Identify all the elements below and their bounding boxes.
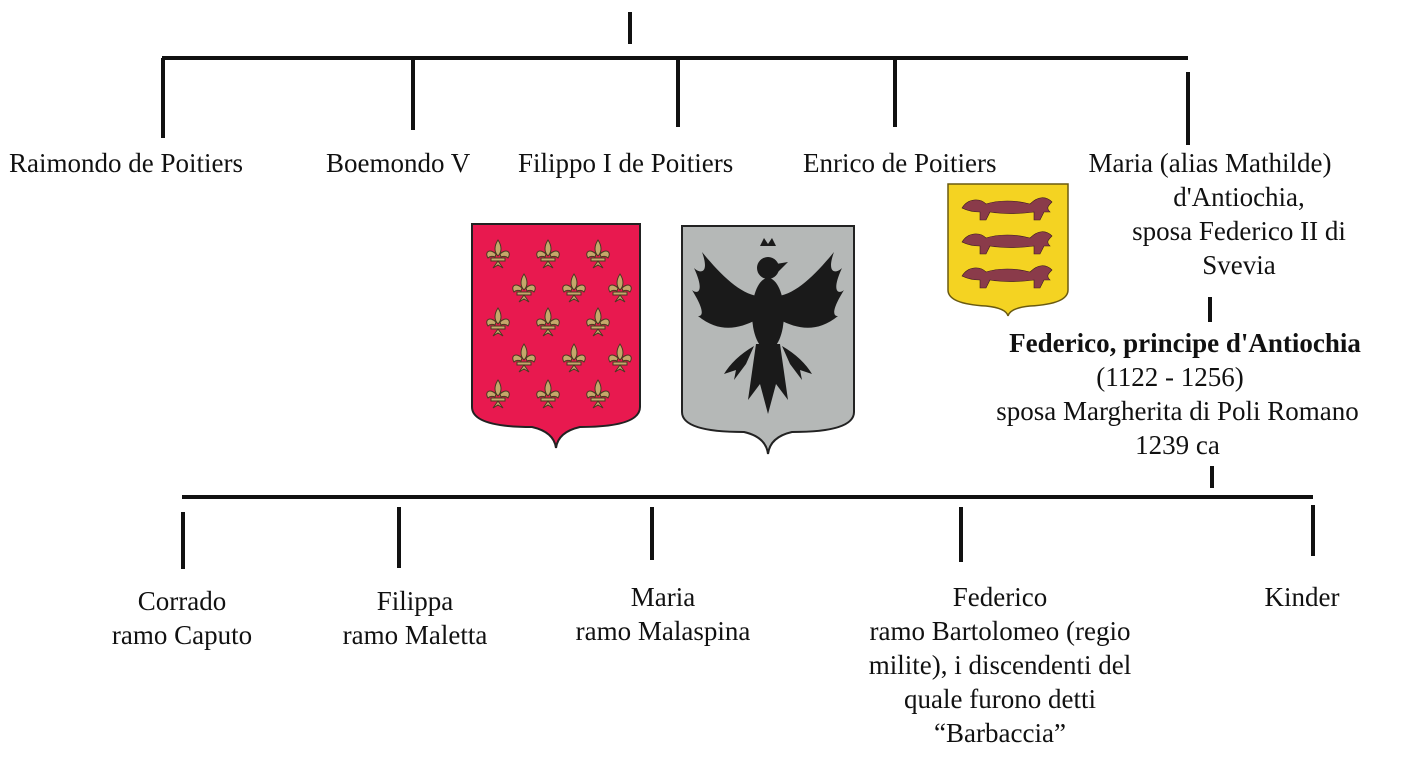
federico-year: 1239 ca [1135, 430, 1220, 460]
lion-icon [961, 231, 1053, 255]
fleur-de-lis-icon [536, 379, 560, 409]
fleur-de-lis-icon [586, 239, 610, 269]
kinder-line-1: Kinder [1264, 582, 1340, 612]
person-federico-principe: Federico, principe d'Antiochia (1122 - 1… [965, 326, 1405, 462]
person-filippa: Filippa ramo Maletta [330, 584, 500, 652]
fleur-de-lis-icon [512, 273, 536, 303]
fleur-de-lis-icon [608, 273, 632, 303]
lion-icon [961, 197, 1053, 221]
fleur-de-lis-icon [586, 307, 610, 337]
person-federico-barbaccia: Federico ramo Bartolomeo (regio milite),… [845, 580, 1155, 750]
person-maria-malaspina: Maria ramo Malaspina [553, 580, 773, 648]
fleur-de-lis-icon [608, 343, 632, 373]
fleur-de-lis-icon [562, 273, 586, 303]
maria2-line-2: ramo Malaspina [575, 616, 751, 646]
maria2-line-1: Maria [630, 582, 696, 612]
eagle-shield [681, 225, 855, 455]
filippa-line-1: Filippa [376, 586, 454, 616]
corrado-line-2: ramo Caputo [111, 620, 253, 650]
fleur-de-lis-icon [486, 239, 510, 269]
person-filippo: Filippo I de Poitiers [518, 148, 734, 178]
fleur-de-lis-icon [536, 307, 560, 337]
maria-detail-3: Svevia [1202, 250, 1276, 280]
fleur-de-lis-shield [471, 223, 641, 449]
fleur-de-lis-icon [512, 343, 536, 373]
maria-detail-1: d'Antiochia, [1173, 182, 1305, 212]
federico2-line-3: milite), i discendenti del [868, 650, 1132, 680]
lions-shield [947, 183, 1069, 317]
federico-dates: (1122 - 1256) [1096, 362, 1244, 392]
corrado-line-1: Corrado [137, 586, 227, 616]
federico-name: Federico, principe d'Antiochia [1009, 328, 1361, 358]
fleur-de-lis-icon [486, 307, 510, 337]
person-boemondo: Boemondo V [326, 148, 471, 178]
person-corrado: Corrado ramo Caputo [92, 584, 272, 652]
eagle-icon [692, 238, 844, 414]
federico2-line-1: Federico [952, 582, 1048, 612]
federico2-line-5: “Barbaccia” [934, 718, 1066, 748]
maria-name: Maria (alias Mathilde) [1088, 148, 1332, 178]
lion-icon [961, 265, 1053, 289]
filippa-line-2: ramo Maletta [342, 620, 488, 650]
person-raimondo: Raimondo de Poitiers [9, 148, 243, 178]
fleur-de-lis-icon [536, 239, 560, 269]
maria-detail-2: sposa Federico II di [1132, 216, 1346, 246]
fleur-de-lis-icon [562, 343, 586, 373]
person-kinder: Kinder [1232, 580, 1372, 614]
person-maria-mathilde: Maria (alias Mathilde) d'Antiochia, spos… [1060, 146, 1360, 282]
federico-spouse: sposa Margherita di Poli Romano [996, 396, 1359, 426]
federico2-line-4: quale furono detti [904, 684, 1096, 714]
fleur-de-lis-icon [586, 379, 610, 409]
fleur-de-lis-icon [486, 379, 510, 409]
person-enrico: Enrico de Poitiers [803, 148, 997, 178]
federico2-line-2: ramo Bartolomeo (regio [869, 616, 1131, 646]
